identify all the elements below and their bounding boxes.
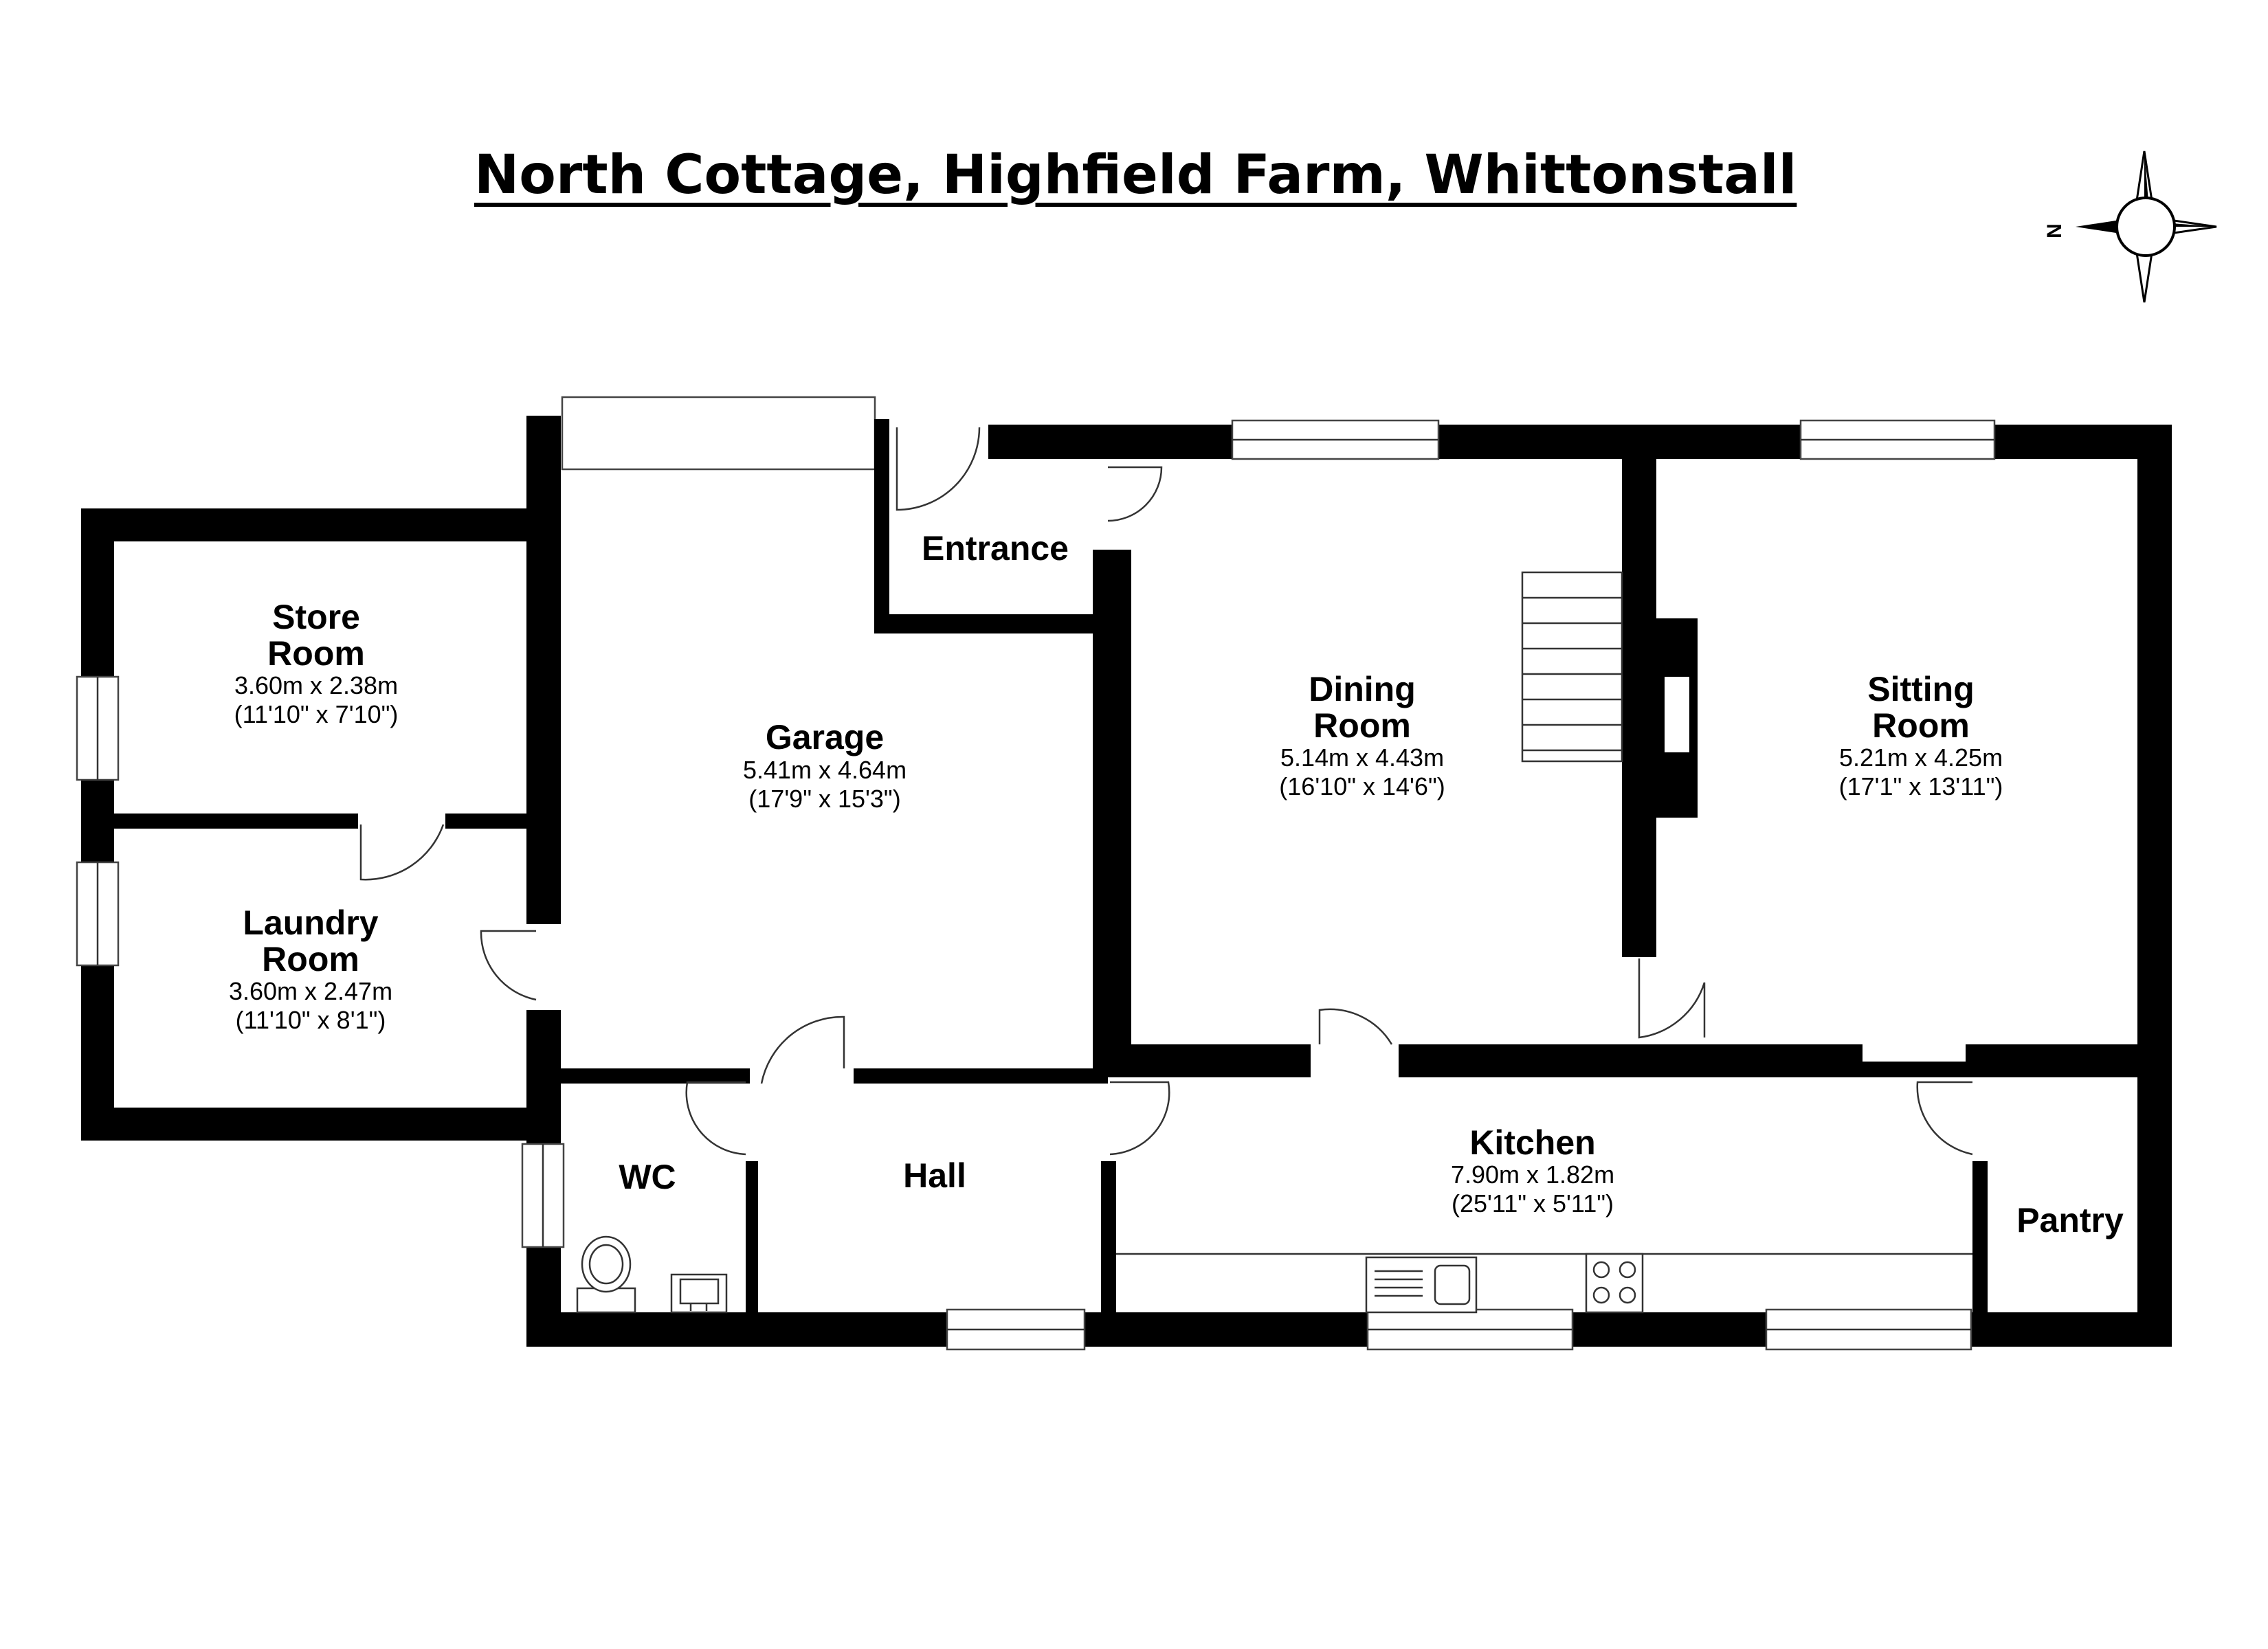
room-kitchen: Kitchen 7.90m x 1.82m (25'11" x 5'11") <box>1451 1123 1614 1218</box>
room-dimensions-imperial: (17'1" x 13'11") <box>1839 772 2003 800</box>
room-name: WC <box>619 1158 676 1196</box>
room-dimensions-metric: 5.14m x 4.43m <box>1280 743 1444 772</box>
compass-rose-icon <box>2076 150 2217 303</box>
room-pantry: Pantry <box>2016 1201 2124 1239</box>
doors <box>359 427 1973 1156</box>
compass-north-label: N <box>2043 223 2066 238</box>
sink-icon <box>670 1273 728 1314</box>
room-dimensions-metric: 5.21m x 4.25m <box>1839 743 2003 772</box>
room-laundry: Laundry Room 3.60m x 2.47m (11'10" x 8'1… <box>229 904 392 1034</box>
room-entrance: Entrance <box>922 529 1069 568</box>
kitchen-worktop <box>1116 1253 1972 1314</box>
room-name: Room <box>262 940 359 978</box>
walls <box>81 396 2172 1347</box>
room-dining: Dining Room 5.14m x 4.43m (16'10" x 14'6… <box>1279 670 1445 800</box>
room-garage: Garage 5.41m x 4.64m (17'9" x 15'3") <box>743 718 907 813</box>
room-name: Entrance <box>922 529 1069 568</box>
room-name: Kitchen <box>1469 1123 1595 1162</box>
room-name: Room <box>1313 706 1411 745</box>
plan-title: North Cottage, Highfield Farm, Whittonst… <box>474 144 1797 206</box>
staircase <box>1521 571 1623 763</box>
room-name: Dining <box>1309 670 1416 708</box>
room-name: Hall <box>903 1156 966 1195</box>
room-sitting: Sitting Room 5.21m x 4.25m (17'1" x 13'1… <box>1839 670 2003 800</box>
room-dimensions-imperial: (11'10" x 7'10") <box>234 700 399 728</box>
room-dimensions-metric: 5.41m x 4.64m <box>743 756 907 784</box>
windows <box>76 419 1996 1351</box>
room-dimensions-metric: 7.90m x 1.82m <box>1451 1160 1614 1189</box>
room-hall: Hall <box>903 1156 966 1195</box>
room-name: Laundry <box>243 904 378 942</box>
room-dimensions-metric: 3.60m x 2.47m <box>229 977 392 1005</box>
toilet-icon <box>576 1235 636 1314</box>
room-dimensions-imperial: (17'9" x 15'3") <box>748 785 900 813</box>
room-name: Garage <box>766 718 884 756</box>
room-name: Pantry <box>2016 1201 2124 1239</box>
room-wc: WC <box>619 1158 676 1196</box>
room-dimensions-imperial: (16'10" x 14'6") <box>1279 772 1445 800</box>
room-name: Room <box>267 634 365 673</box>
room-name: Room <box>1872 706 1970 745</box>
room-store: Store Room 3.60m x 2.38m (11'10" x 7'10"… <box>234 598 399 728</box>
room-name: Sitting <box>1867 670 1975 708</box>
room-dimensions-metric: 3.60m x 2.38m <box>234 671 398 699</box>
room-dimensions-imperial: (11'10" x 8'1") <box>236 1006 386 1034</box>
room-name: Store <box>272 598 360 636</box>
room-dimensions-imperial: (25'11" x 5'11") <box>1452 1189 1614 1218</box>
